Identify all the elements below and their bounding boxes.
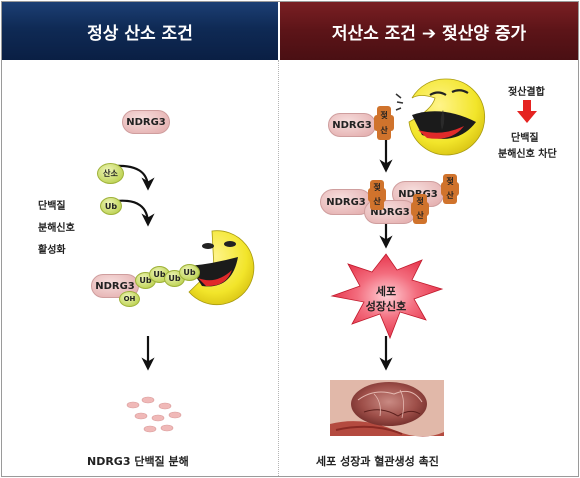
ubiquitin-molecule: Ub [100, 197, 122, 215]
lactate-cluster-2: 젖 산 [441, 174, 459, 204]
lactate-cluster-3-char-2: 산 [416, 211, 424, 220]
ndrg3-cluster-1: NDRG3 [320, 189, 372, 215]
caption-right: 세포 성장과 혈관생성 촉진 [316, 455, 439, 468]
lactate-cluster-3-char-1: 젖 [416, 197, 424, 206]
header-normal-oxygen-title: 정상 산소 조건 [87, 23, 193, 44]
ndrg3-label: NDRG3 [126, 116, 166, 128]
left-arrows [113, 164, 155, 371]
oxygen-label: 산소 [103, 169, 118, 178]
side-label-degradation-signal: 분해신호 [38, 223, 75, 234]
side-label-activation: 활성화 [38, 245, 66, 256]
ndrg3-complex-label: NDRG3 [95, 280, 135, 292]
ndrg3-protein-hypoxia: NDRG3 [328, 113, 376, 137]
note-lactate-binding: 젖산결합 [508, 87, 545, 98]
lactate-cluster-3: 젖 산 [411, 194, 429, 224]
caption-left: NDRG3 단백질 분해 [87, 455, 189, 468]
ub-chain-label-4: Ub [183, 268, 196, 277]
side-label-protein: 단백질 [38, 201, 66, 212]
panel-divider [278, 60, 279, 476]
lactate-bound: 젖 산 [374, 106, 394, 140]
burst-line-cell: 세포 [375, 285, 397, 298]
burst-text: 세포 성장신호 [346, 284, 426, 314]
ubiquitin-label: Ub [104, 201, 118, 211]
arrow-ub [115, 199, 155, 227]
lactate-char-2: 산 [380, 126, 388, 135]
hydroxyl-group: OH [119, 291, 140, 307]
lactate-cluster-2-char-2: 산 [446, 191, 454, 200]
pacman-right [395, 78, 486, 156]
lactate-cluster-1-char-2: 산 [373, 197, 381, 206]
oxygen-molecule: 산소 [97, 163, 124, 184]
burst-line-growth-signal: 성장신호 [365, 300, 407, 313]
ub-chain-label-1: Ub [139, 276, 152, 285]
degraded-fragments [126, 396, 182, 433]
cluster-label-3: NDRG3 [370, 206, 410, 218]
header-hypoxia-title: 저산소 조건 ➔ 젖산양 증가 [331, 23, 527, 44]
growth-signal-burst [330, 253, 444, 340]
tumor-vessel-image [330, 380, 444, 437]
ndrg3-hypoxia-label: NDRG3 [332, 119, 372, 131]
lactate-char-1: 젖 [380, 111, 388, 120]
note-protein: 단백질 [511, 133, 539, 144]
lactate-cluster-2-char-1: 젖 [446, 177, 454, 186]
cluster-label-1: NDRG3 [326, 196, 366, 208]
lactate-cluster-1-char-1: 젖 [373, 183, 381, 192]
header-hypoxia: 저산소 조건 ➔ 젖산양 증가 [280, 2, 578, 60]
note-signal-blocked: 분해신호 차단 [498, 149, 557, 160]
ndrg3-protein: NDRG3 [122, 110, 170, 134]
ub-chain-label-2: Ub [153, 270, 166, 279]
red-down-arrow [517, 100, 537, 123]
lactate-cluster-1: 젖 산 [368, 180, 386, 210]
ub-chain-label-3: Ub [168, 274, 181, 283]
ubiquitin-chain-4: Ub [179, 264, 200, 281]
header-normal-oxygen: 정상 산소 조건 [2, 2, 278, 60]
hydroxyl-label: OH [123, 295, 136, 303]
pacman-left [188, 230, 255, 306]
